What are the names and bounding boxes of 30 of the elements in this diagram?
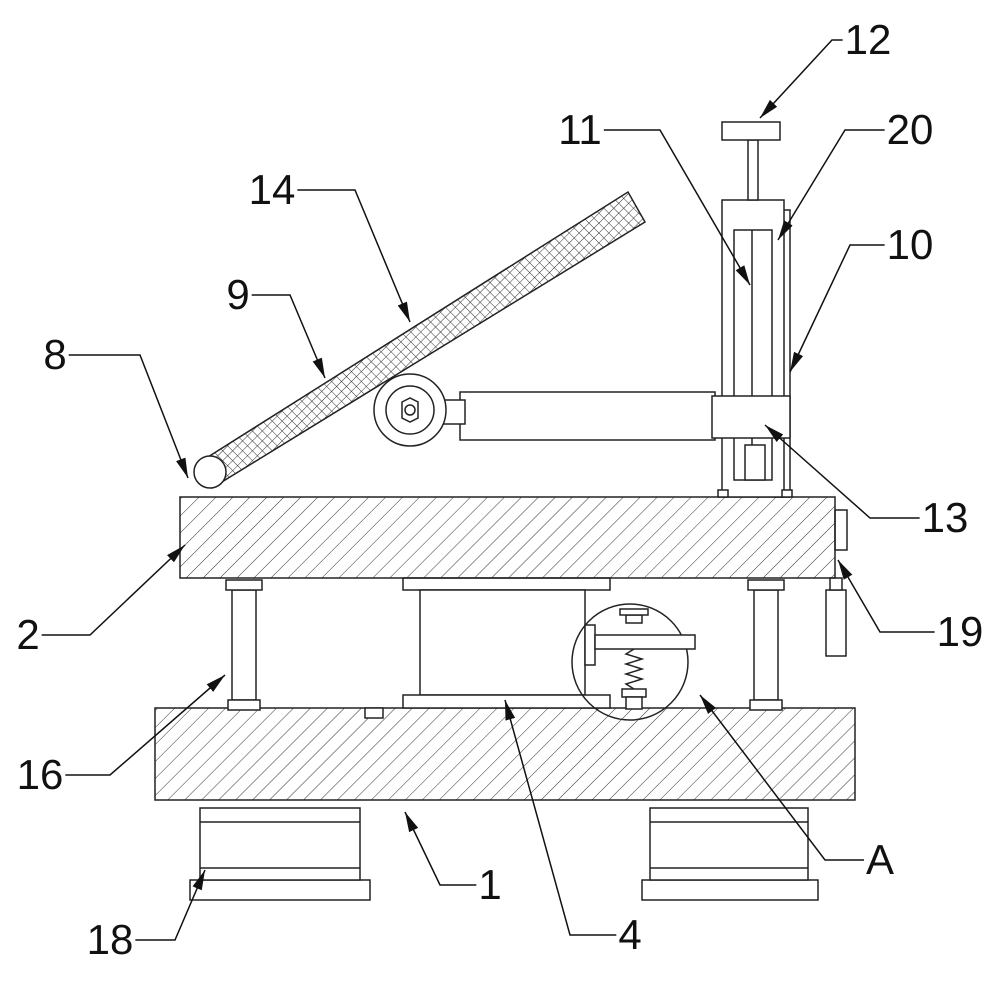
callout-number: 8	[41, 332, 69, 378]
callout-number: 1	[476, 862, 504, 908]
leader-line	[759, 39, 843, 118]
leader-line	[604, 129, 751, 286]
leader-line	[504, 700, 616, 936]
leader-line	[297, 189, 411, 322]
callout-number: 13	[920, 495, 970, 541]
callout-number: 19	[934, 609, 986, 655]
callout-number: 16	[14, 752, 66, 798]
leader-line	[68, 354, 189, 478]
callout-number: 9	[224, 272, 252, 318]
callout-number: A	[864, 837, 896, 883]
leader-line	[135, 870, 206, 941]
leader-line	[777, 129, 885, 240]
callout-number: 2	[14, 612, 42, 658]
callout-number: 10	[884, 222, 936, 268]
callout-number: 14	[246, 167, 298, 213]
leader-line	[837, 560, 935, 633]
callout-number: 11	[556, 107, 604, 153]
leader-line	[42, 544, 186, 636]
leader-line	[789, 244, 885, 372]
callout-number: 18	[84, 917, 136, 963]
callout-number: 20	[884, 107, 936, 153]
callout-number: 4	[616, 912, 644, 958]
leader-line	[404, 812, 476, 886]
leader-line	[252, 294, 326, 378]
callout-number: 12	[842, 17, 894, 63]
leader-line	[699, 694, 864, 861]
leader-line	[65, 674, 226, 776]
leader-line	[764, 424, 920, 519]
